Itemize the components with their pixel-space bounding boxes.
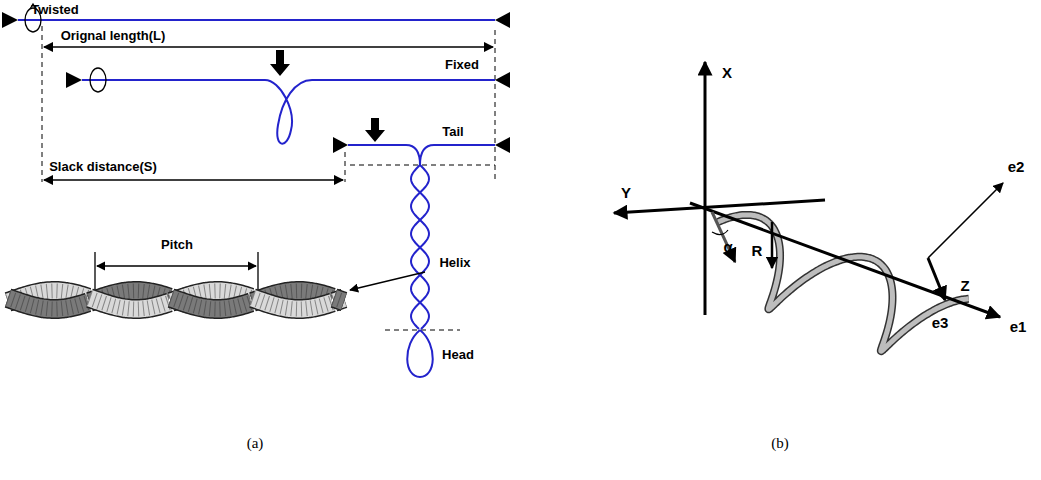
label: Pitch	[161, 238, 193, 251]
radius-arrow	[771, 222, 774, 268]
label: Orignal length(L)	[61, 29, 166, 42]
fixed-clamp	[495, 12, 510, 28]
label: Head	[442, 348, 474, 361]
panel-b	[614, 62, 1003, 351]
label: e1	[1010, 319, 1027, 334]
panel-caption: (b)	[771, 436, 789, 451]
x-axis	[704, 62, 707, 315]
z-axis	[690, 203, 1000, 317]
fixed-clamp	[495, 137, 510, 153]
slack-dimension	[44, 179, 343, 181]
label: Fixed	[445, 58, 479, 71]
y-axis	[614, 200, 825, 213]
label: Y	[621, 185, 631, 200]
fixed-clamp	[495, 72, 510, 88]
label: X	[722, 65, 732, 80]
angle-arc	[712, 230, 728, 235]
twist-symbol	[90, 68, 106, 92]
panel-caption: (a)	[247, 436, 264, 451]
helix-3d	[718, 215, 969, 351]
label: e2	[1008, 159, 1025, 174]
label: Tail	[442, 125, 463, 138]
twisted-rope	[8, 291, 344, 309]
length-dimension	[44, 46, 493, 48]
leader-line	[350, 272, 425, 290]
guide-lines	[42, 26, 495, 330]
label: Twisted	[31, 3, 78, 16]
rod	[18, 19, 495, 21]
label: R	[752, 243, 763, 258]
label: α	[723, 239, 732, 254]
label: e3	[932, 315, 949, 330]
e2-vector	[928, 183, 1003, 258]
label: Helix	[439, 256, 470, 269]
e3-vector	[928, 258, 945, 300]
step-arrow	[270, 50, 290, 76]
panel-a	[2, 4, 510, 377]
label: Slack distance(S)	[49, 160, 157, 173]
angle-vector	[712, 212, 735, 262]
clamp	[333, 137, 348, 153]
rod-loop	[82, 80, 495, 144]
step-arrow	[365, 118, 385, 142]
plectoneme	[348, 145, 495, 377]
label: Z	[960, 278, 969, 293]
twist-clamp	[2, 12, 18, 28]
twist-clamp	[66, 72, 82, 88]
